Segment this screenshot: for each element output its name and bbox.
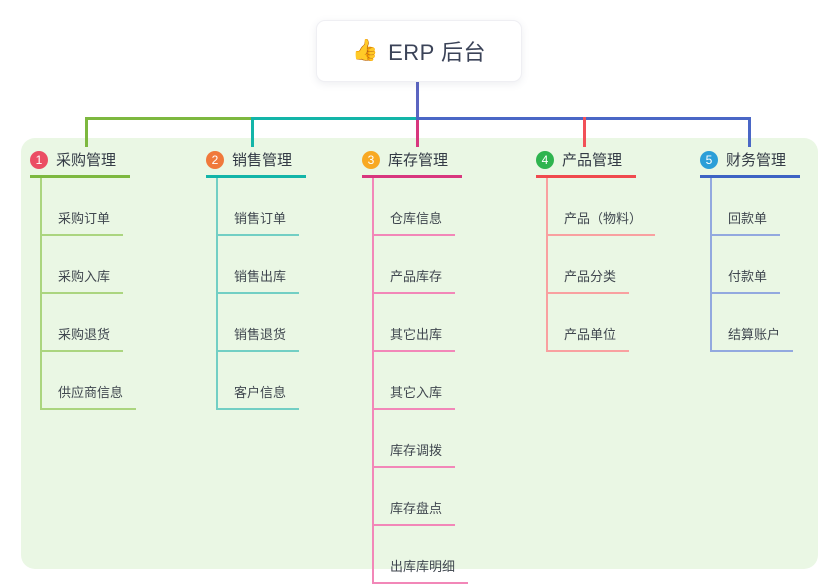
connector-bus-teal: [252, 117, 416, 120]
child-label: 产品分类: [564, 269, 617, 284]
connector-drop-inventory: [416, 120, 419, 147]
child-item[interactable]: 产品单位: [548, 294, 630, 352]
child-label: 客户信息: [234, 385, 287, 400]
child-item[interactable]: 采购退货: [42, 294, 124, 352]
connector-drop-sales: [251, 117, 254, 147]
child-item[interactable]: 库存盘点: [374, 468, 456, 526]
child-item[interactable]: 采购入库: [42, 236, 124, 294]
child-item[interactable]: 产品（物料）: [548, 178, 656, 236]
branch-number-badge: 4: [536, 150, 554, 169]
child-item[interactable]: 其它入库: [374, 352, 456, 410]
child-item[interactable]: 销售订单: [218, 178, 300, 236]
connector-drop-finance: [748, 117, 751, 147]
branch-purchase-header[interactable]: 1 采购管理: [30, 149, 131, 178]
child-label: 库存盘点: [390, 501, 443, 516]
child-label: 销售订单: [234, 211, 287, 226]
child-item[interactable]: 仓库信息: [374, 178, 456, 236]
branch-label: 产品管理: [562, 152, 623, 169]
child-label: 采购入库: [58, 269, 111, 284]
child-item[interactable]: 其它出库: [374, 294, 456, 352]
branch-inventory-children: 仓库信息 产品库存 其它出库 其它入库 库存调拨 库存盘点 出库库明细: [372, 178, 469, 584]
thumbs-up-icon: 👍: [351, 39, 379, 62]
branch-inventory-header[interactable]: 3 库存管理: [362, 149, 463, 178]
branch-inventory: 3 库存管理 仓库信息 产品库存 其它出库 其它入库 库存调拨 库存盘点 出库库…: [362, 149, 469, 584]
branch-purchase: 1 采购管理 采购订单 采购入库 采购退货 供应商信息: [30, 149, 137, 410]
child-label: 采购退货: [58, 327, 111, 342]
branch-product: 4 产品管理 产品（物料） 产品分类 产品单位: [536, 149, 656, 352]
child-label: 出库库明细: [390, 559, 456, 574]
child-item[interactable]: 销售退货: [218, 294, 300, 352]
branch-sales-children: 销售订单 销售出库 销售退货 客户信息: [216, 178, 300, 410]
child-item[interactable]: 供应商信息: [42, 352, 137, 410]
child-label: 其它出库: [390, 327, 443, 342]
child-label: 产品（物料）: [564, 211, 643, 226]
child-label: 销售出库: [234, 269, 287, 284]
child-label: 仓库信息: [390, 211, 443, 226]
branch-number-badge: 5: [700, 150, 718, 169]
child-item[interactable]: 采购订单: [42, 178, 124, 236]
child-item[interactable]: 产品库存: [374, 236, 456, 294]
branch-sales: 2 销售管理 销售订单 销售出库 销售退货 客户信息: [206, 149, 307, 410]
child-label: 结算账户: [728, 327, 781, 342]
child-label: 产品单位: [564, 327, 617, 342]
child-item[interactable]: 回款单: [712, 178, 781, 236]
branch-sales-header[interactable]: 2 销售管理: [206, 149, 307, 178]
connector-drop-purchase: [85, 117, 88, 147]
branch-finance: 5 财务管理 回款单 付款单 结算账户: [700, 149, 801, 352]
branch-label: 财务管理: [726, 152, 787, 169]
child-item[interactable]: 付款单: [712, 236, 781, 294]
child-item[interactable]: 产品分类: [548, 236, 630, 294]
child-label: 付款单: [728, 269, 768, 284]
child-label: 库存调拨: [390, 443, 443, 458]
child-label: 其它入库: [390, 385, 443, 400]
branch-number-badge: 1: [30, 150, 48, 169]
root-title: ERP 后台: [388, 40, 487, 65]
root-node[interactable]: 👍 ERP 后台: [316, 20, 522, 82]
child-label: 采购订单: [58, 211, 111, 226]
branch-finance-children: 回款单 付款单 结算账户: [710, 178, 794, 352]
child-item[interactable]: 结算账户: [712, 294, 794, 352]
child-label: 回款单: [728, 211, 768, 226]
branch-number-badge: 3: [362, 150, 380, 169]
child-item[interactable]: 客户信息: [218, 352, 300, 410]
child-label: 销售退货: [234, 327, 287, 342]
branch-product-header[interactable]: 4 产品管理: [536, 149, 637, 178]
child-label: 产品库存: [390, 269, 443, 284]
branch-label: 采购管理: [56, 152, 117, 169]
child-label: 供应商信息: [58, 385, 124, 400]
connector-root-vertical: [416, 82, 419, 120]
child-item[interactable]: 销售出库: [218, 236, 300, 294]
connector-drop-product: [583, 117, 586, 147]
branch-finance-header[interactable]: 5 财务管理: [700, 149, 801, 178]
child-item[interactable]: 出库库明细: [374, 526, 469, 584]
branch-label: 库存管理: [388, 152, 449, 169]
branch-label: 销售管理: [232, 152, 293, 169]
child-item[interactable]: 库存调拨: [374, 410, 456, 468]
branch-product-children: 产品（物料） 产品分类 产品单位: [546, 178, 656, 352]
connector-bus-green: [85, 117, 252, 120]
branch-purchase-children: 采购订单 采购入库 采购退货 供应商信息: [40, 178, 137, 410]
mindmap-background-panel: [21, 138, 818, 569]
branch-number-badge: 2: [206, 150, 224, 169]
